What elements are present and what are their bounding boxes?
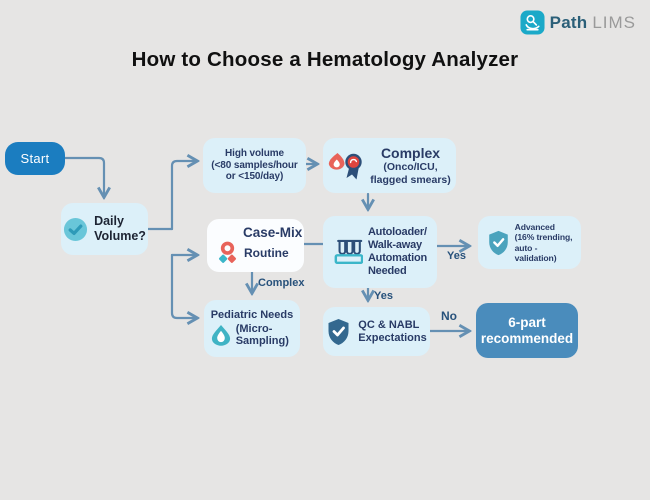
six-part-result-node: 6-part recommended	[476, 303, 578, 358]
edge-label-no: No	[441, 309, 457, 323]
cells-pin-icon	[218, 241, 237, 263]
edge-label-yes-advanced: Yes	[447, 250, 466, 262]
blood-drop-badge-icon	[329, 152, 362, 179]
case-mix-node: Case-Mix Routine	[207, 219, 304, 272]
complex-node: Complex (Onco/ICU, flagged smears)	[323, 138, 456, 193]
edge-label-complex: Complex	[258, 277, 305, 289]
brand-suffix: LIMS	[592, 12, 636, 32]
advanced-node: Advanced (16% trending, auto - validatio…	[478, 216, 581, 269]
connector-daily-highvolume	[170, 161, 196, 231]
autoloader-label: Autoloader/ Walk-away Automation Needed	[367, 226, 428, 277]
start-label: Start	[20, 150, 50, 166]
microscope-logo-icon	[520, 10, 545, 35]
brand-name: Path	[549, 12, 588, 32]
edge-label-yes-qc: Yes	[374, 290, 393, 302]
complex-label: Complex (Onco/ICU, flagged smears)	[370, 144, 451, 186]
brand-logo: Path LIMS	[520, 10, 636, 35]
case-mix-label: Case-Mix Routine	[217, 225, 302, 266]
test-tube-rack-icon	[334, 239, 363, 264]
connector-start-daily	[63, 156, 104, 196]
micro-drop-icon	[211, 325, 230, 347]
high-volume-label: High volume (<80 samples/hour or <150/da…	[211, 147, 298, 183]
qc-nabl-node: QC & NABL Expectations	[323, 307, 430, 356]
start-node: Start	[5, 142, 65, 175]
qc-nabl-label: QC & NABL Expectations	[358, 318, 427, 344]
six-part-label: 6-part recommended	[480, 314, 574, 346]
autoloader-node: Autoloader/ Walk-away Automation Needed	[323, 216, 437, 288]
page-title: How to Choose a Hematology Analyzer	[131, 48, 519, 71]
shield-check-icon	[328, 318, 349, 345]
high-volume-node: High volume (<80 samples/hour or <150/da…	[203, 138, 306, 193]
daily-volume-label: Daily Volume?	[94, 214, 146, 243]
shield-check-icon	[488, 230, 508, 255]
daily-volume-node: Daily Volume?	[61, 203, 148, 255]
pediatric-node: Pediatric Needs (Micro- Sampling)	[204, 300, 300, 357]
advanced-label: Advanced (16% trending, auto - validatio…	[514, 222, 573, 263]
check-circle-icon	[64, 217, 88, 241]
pediatric-label: Pediatric Needs (Micro- Sampling)	[210, 308, 294, 348]
connector-daily-pediatric	[170, 253, 196, 318]
